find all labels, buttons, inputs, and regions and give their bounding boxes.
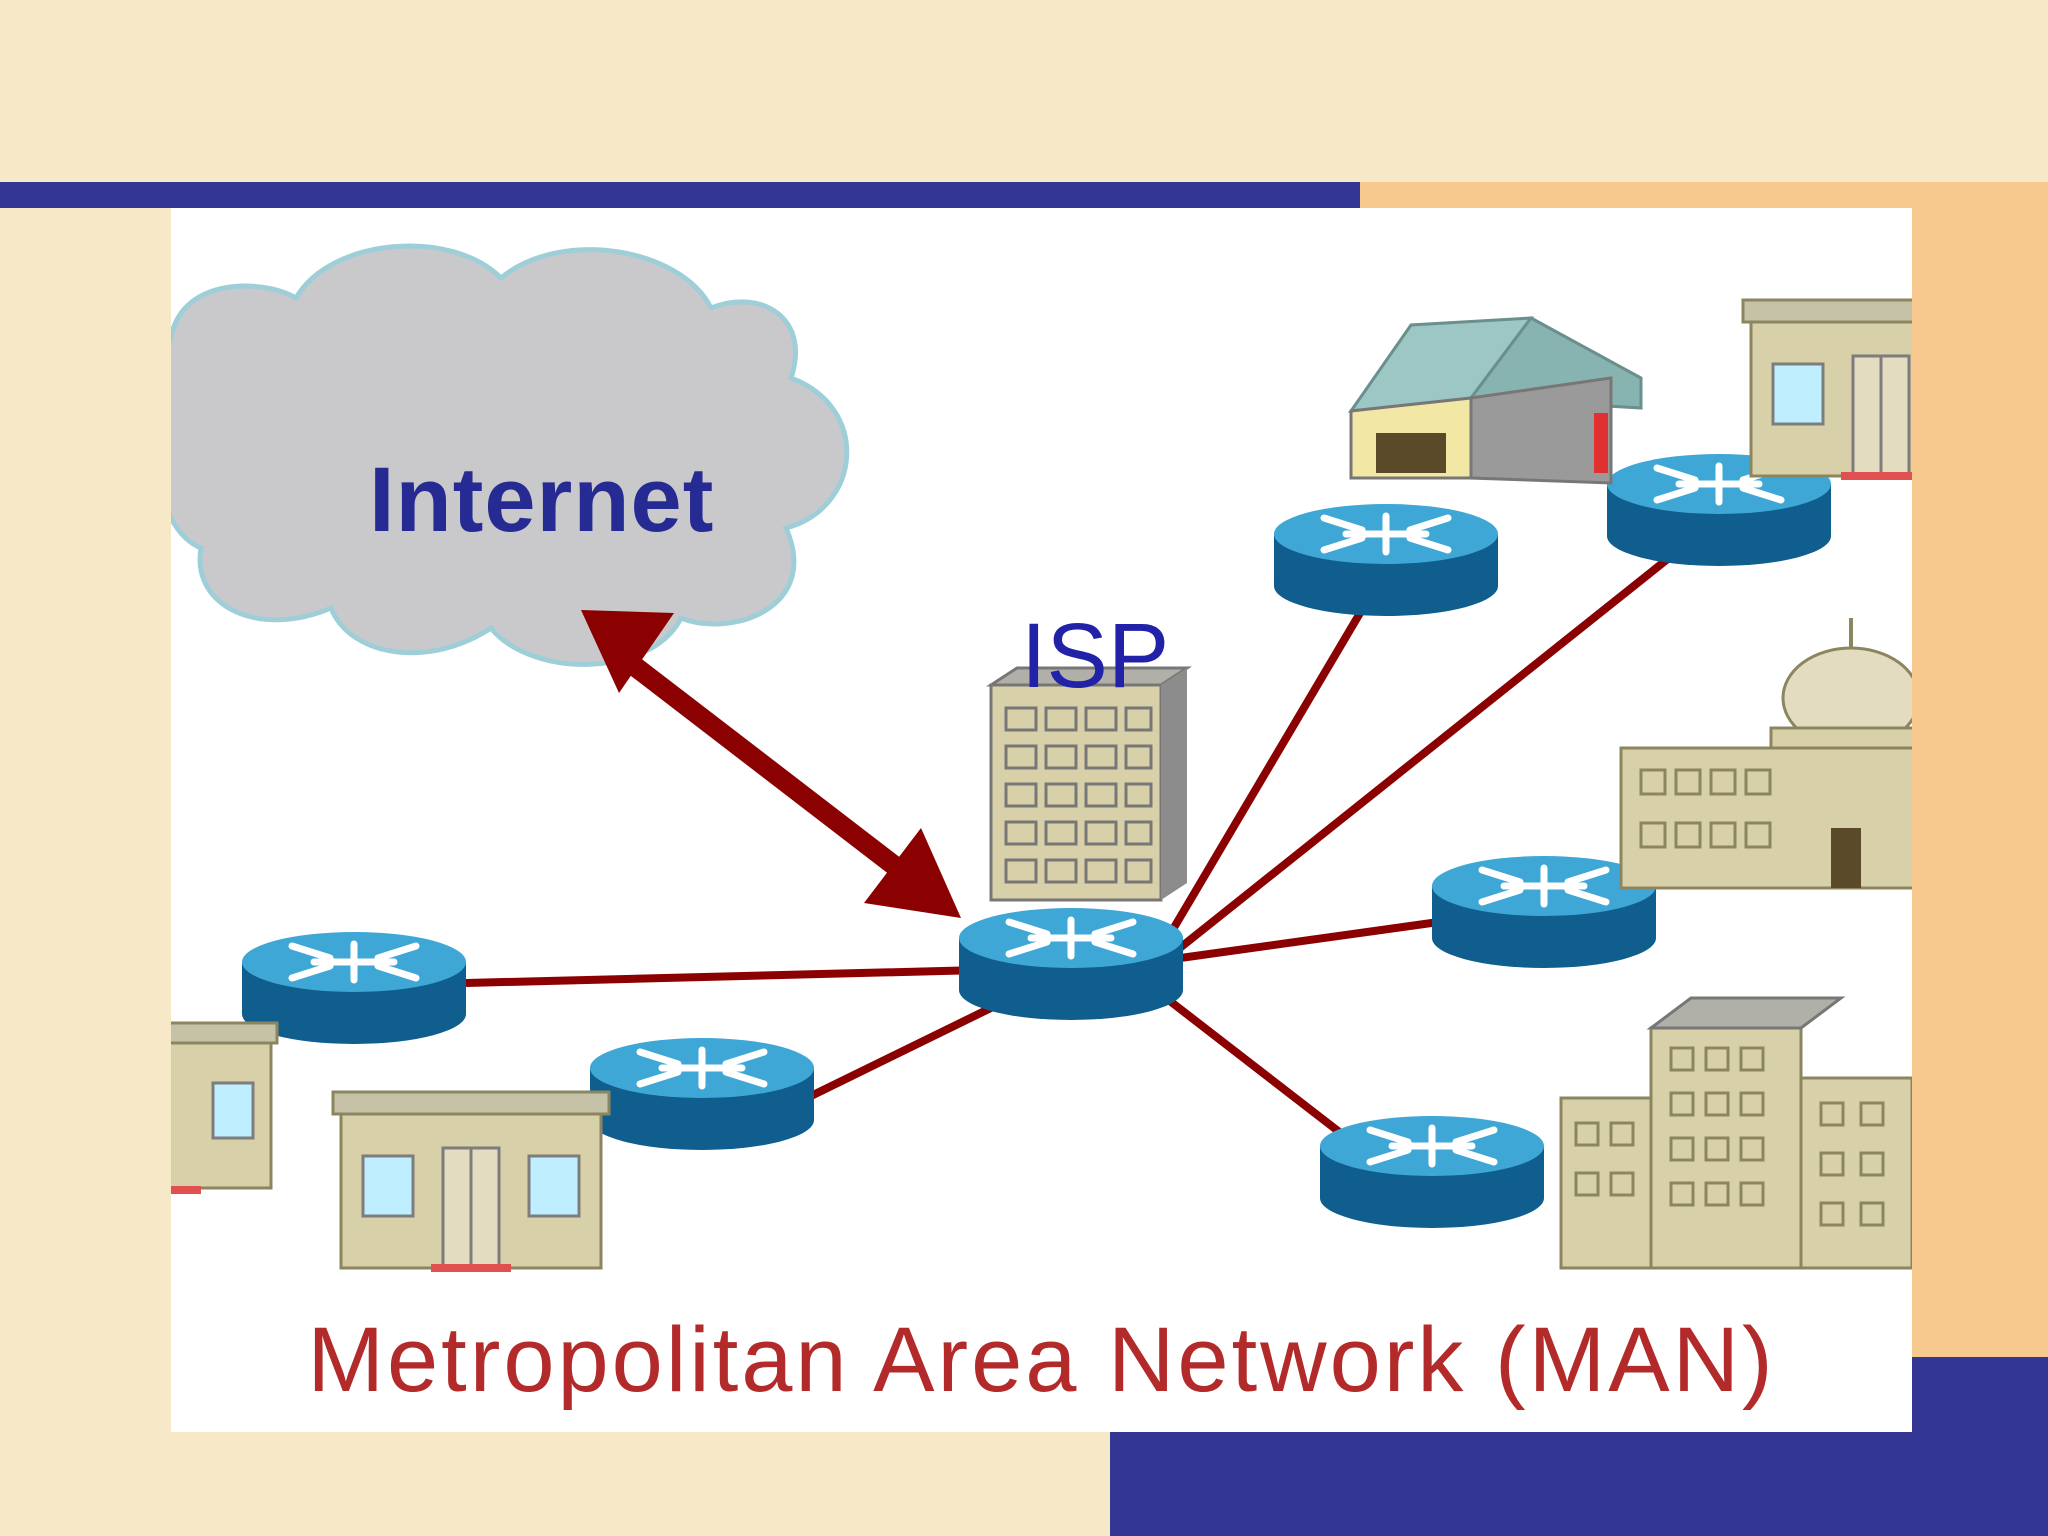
man-links	[465, 522, 1712, 1145]
bottom-blue-bar	[1110, 1432, 2048, 1536]
shop-icon	[1741, 298, 1912, 482]
cloud-icon	[171, 243, 850, 667]
right-orange-band	[1912, 182, 2048, 1357]
diagram-caption: Metropolitan Area Network (MAN)	[307, 1309, 1776, 1411]
header-blue-bar	[0, 182, 1360, 208]
office-building-icon	[1559, 996, 1912, 1270]
isp-label: ISP	[1021, 605, 1170, 707]
link-lower-left-router	[809, 999, 1003, 1100]
slide-header-band	[0, 0, 2048, 182]
man-diagram-panel: Internet ISP Metropolitan Area Network (…	[171, 208, 1912, 1432]
network-diagram	[171, 243, 1912, 1274]
link-left-router	[465, 966, 982, 987]
link-lower-right-router	[1163, 994, 1354, 1145]
router-icon	[1274, 504, 1498, 616]
link-upper-router	[1152, 583, 1380, 961]
government-building-icon	[1619, 618, 1912, 890]
isp-building-icon	[985, 666, 1193, 902]
house-icon	[1347, 316, 1643, 485]
shop-icon	[171, 1021, 279, 1194]
link-upper-right-router	[1158, 522, 1712, 967]
internet-isp-link	[581, 610, 961, 918]
router-icon	[1320, 1116, 1544, 1228]
internet-label: Internet	[369, 449, 715, 551]
shop-icon	[331, 1090, 611, 1274]
central-router-icon	[959, 908, 1183, 1020]
router-icon	[590, 1038, 814, 1150]
link-right-router	[1165, 916, 1454, 964]
